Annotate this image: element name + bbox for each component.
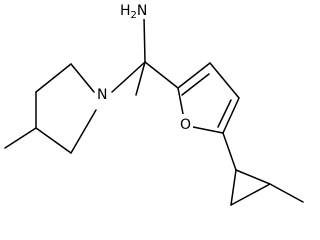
cyclopropane-ring (230, 169, 271, 206)
piperidine-ring (35, 63, 97, 154)
amine-label: H2N (116, 0, 156, 21)
furan-o-label: O (179, 114, 193, 133)
piperidine-n-label: N (96, 85, 110, 103)
svg-text:O: O (180, 117, 191, 133)
bond-ch-ch2 (135, 61, 146, 96)
methyl-on-piperidine (4, 127, 37, 149)
methyl-on-cyclopropane (269, 183, 304, 203)
bond-ch-furan (144, 61, 179, 89)
molecule-structure: H2N N O (4, 0, 304, 206)
bond-ch2-nh2 (143, 16, 146, 63)
svg-text:N: N (97, 87, 107, 103)
bond-ch-piperidine-n (111, 61, 146, 93)
furan-ring (177, 62, 240, 134)
svg-text:H2N: H2N (120, 3, 147, 21)
bond-furan-cyclopropyl (222, 132, 237, 171)
